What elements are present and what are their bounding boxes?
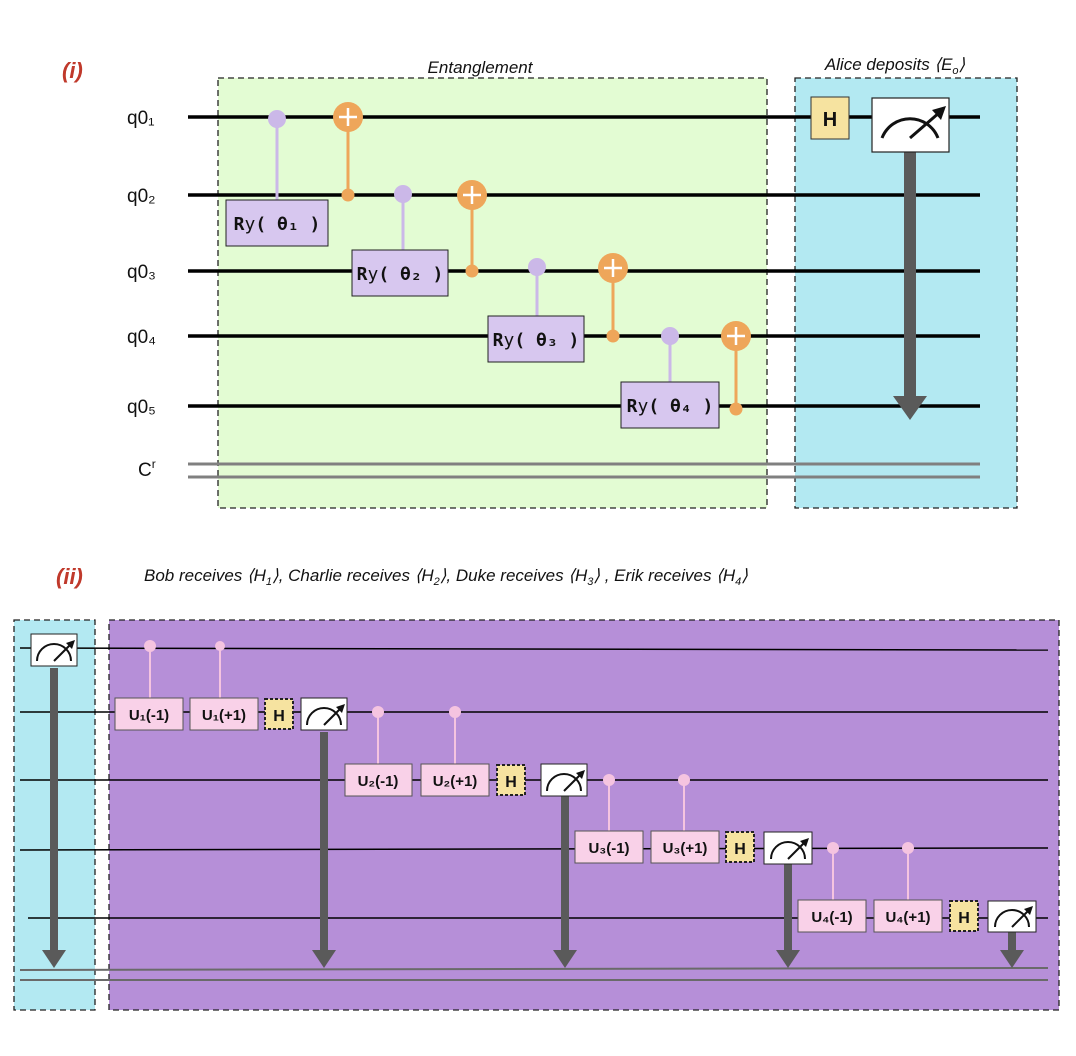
measure-box-ii-0 xyxy=(30,633,78,667)
h-gate-label: H xyxy=(823,109,837,131)
u-gate-pair-2: U₂(-1) U₂(+1) H xyxy=(344,706,526,797)
ry-gate-label: Ry( θ₃ ) xyxy=(493,330,580,351)
ry-gate-label: Ry( θ₁ ) xyxy=(234,214,321,235)
u-gate-pair-3: U₃(-1) U₃(+1) H xyxy=(574,774,755,864)
h-gate-label: H xyxy=(273,708,285,725)
cnot-control-dot xyxy=(465,264,479,278)
cnot-control-dot xyxy=(341,188,355,202)
h-gate-label: H xyxy=(734,841,746,858)
classical-label: Cr xyxy=(138,457,156,481)
ry-control-dot xyxy=(661,327,679,345)
meter-icon xyxy=(880,117,940,139)
qubit-label-3: q0₃ xyxy=(127,262,156,283)
ry-gate-4: Ry( θ₄ ) xyxy=(620,327,720,429)
entanglement-region xyxy=(217,77,768,509)
meter-icon xyxy=(994,909,1030,928)
ry-gate-1: Ry( θ₁ ) xyxy=(225,110,329,247)
meter-icon xyxy=(36,643,72,662)
qubit-wire-ii-4 xyxy=(19,847,1049,851)
cnot-gate-2 xyxy=(457,180,487,278)
qubit-label-5: q0₅ xyxy=(127,397,156,418)
panel-ii: (ii) Bob receives ⟨H1⟩, Charlie receives… xyxy=(13,564,1060,1011)
alice-measurement xyxy=(871,97,950,420)
ry-gate-2: Ry( θ₂ ) xyxy=(351,185,449,297)
panel-i: (i) Entanglement Alice deposits ⟨Eo⟩ q0₁… xyxy=(62,55,1018,509)
h-gate-label: H xyxy=(958,910,970,927)
ry-control-dot xyxy=(268,110,286,128)
u-gate-pair-1: U₁(-1) U₁(+1) H xyxy=(114,640,294,731)
qubit-label-4: q0₄ xyxy=(127,327,156,348)
cnot-control-dot xyxy=(606,329,620,343)
qubit-wire-ii-1 xyxy=(19,647,1049,651)
cnot-gate-4 xyxy=(721,321,751,416)
u-gate-pair-4: U₄(-1) U₄(+1) H xyxy=(797,842,979,933)
cnot-control-dot xyxy=(729,402,743,416)
panel-ii-marker: (ii) xyxy=(56,564,83,589)
entanglement-label: Entanglement xyxy=(428,58,534,77)
ry-gate-label: Ry( θ₂ ) xyxy=(357,264,444,285)
cnot-gate-1 xyxy=(333,102,363,202)
measure-arrows xyxy=(42,668,1024,968)
cnot-gate-3 xyxy=(598,253,628,343)
qubit-label-1: q0₁ xyxy=(127,108,155,129)
u-gate-label: U₂(+1) xyxy=(433,773,478,790)
classical-wire-ii-a xyxy=(19,967,1049,971)
u-gate-label: U₂(-1) xyxy=(358,773,399,790)
receivers-region xyxy=(108,619,1060,1011)
alice-label: Alice deposits ⟨Eo⟩ xyxy=(824,55,966,77)
panel-i-marker: (i) xyxy=(62,58,83,83)
u-gate-label: U₄(-1) xyxy=(811,909,852,926)
measure-box-ii-4 xyxy=(987,900,1037,933)
meter-icon xyxy=(546,773,582,792)
u-gate-label: U₃(-1) xyxy=(588,840,629,857)
ry-control-dot xyxy=(528,258,546,276)
measure-box-ii-1 xyxy=(300,697,348,731)
alice-h-gate: H xyxy=(810,96,850,140)
u-gate-label: U₃(+1) xyxy=(663,840,708,857)
meter-icon xyxy=(306,707,342,726)
ry-control-dot xyxy=(394,185,412,203)
u-gate-label: U₁(+1) xyxy=(202,707,246,724)
h-gate-label: H xyxy=(505,774,517,791)
u-gate-label: U₁(-1) xyxy=(129,707,169,724)
qubit-label-2: q0₂ xyxy=(127,186,156,207)
meter-icon xyxy=(770,841,806,860)
measure-box-ii-2 xyxy=(540,763,588,797)
ry-gate-3: Ry( θ₃ ) xyxy=(487,258,585,363)
panel-ii-caption: Bob receives ⟨H1⟩, Charlie receives ⟨H2⟩… xyxy=(144,566,748,588)
measure-box-ii-3 xyxy=(763,831,813,865)
ry-gate-label: Ry( θ₄ ) xyxy=(627,396,714,417)
u-gate-label: U₄(+1) xyxy=(885,909,930,926)
